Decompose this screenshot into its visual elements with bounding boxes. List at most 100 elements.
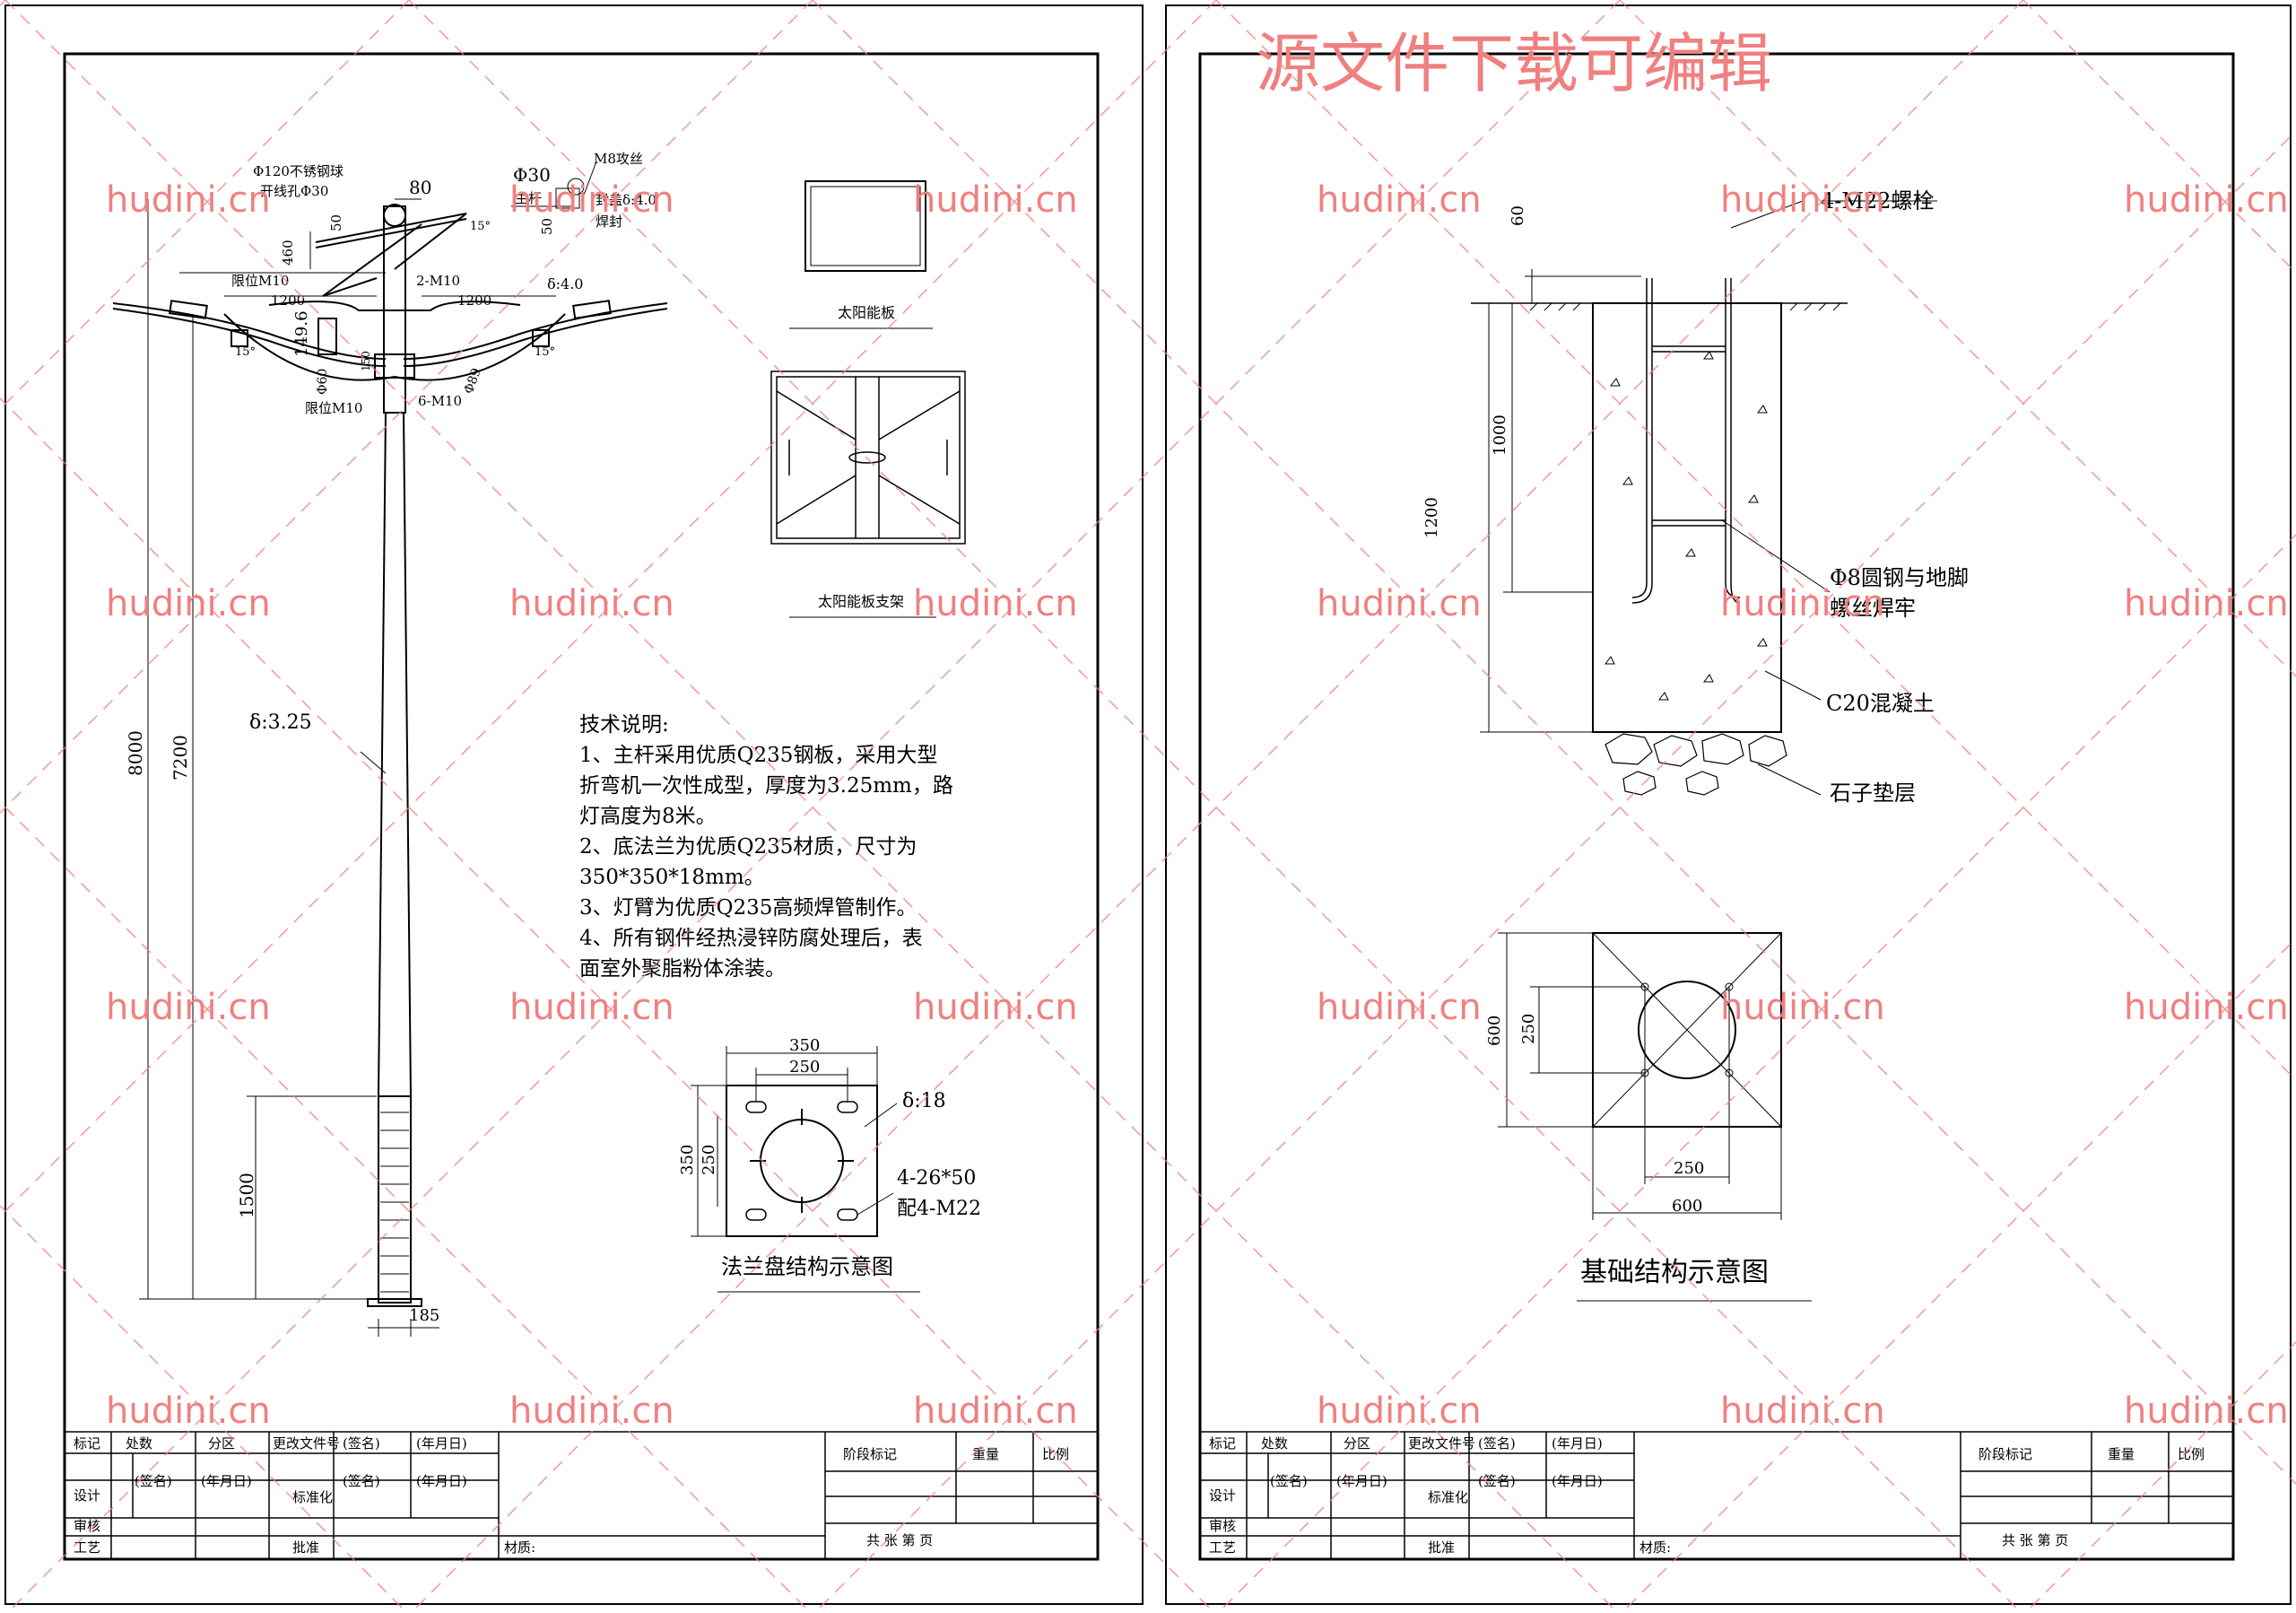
watermark-text: hudini.cn <box>106 987 271 1028</box>
note-line: 350*350*18mm。 <box>579 866 765 889</box>
label-arm-left: 1200 <box>271 292 305 309</box>
flange-d350-left: 350 <box>678 1145 697 1175</box>
pole-buried-section <box>378 1095 412 1303</box>
solar-bracket-outline <box>770 371 966 545</box>
solar-panel-view <box>789 180 933 329</box>
flange-title: 法兰盘结构示意图 <box>721 1254 893 1279</box>
flange-thickness: δ:18 <box>902 1090 946 1112</box>
tb-r-review: 审核 <box>1209 1518 1236 1534</box>
label-arm-right: 1200 <box>457 292 491 309</box>
watermark-text: hudini.cn <box>2124 583 2289 624</box>
left-angle-box <box>230 329 248 347</box>
tb-r-zone: 分区 <box>1344 1435 1370 1452</box>
watermark-line <box>1619 0 2296 678</box>
note-line: 1、主杆采用优质Q235钢板，采用大型 <box>579 744 937 767</box>
watermark-text: hudini.cn <box>1720 987 1885 1028</box>
label-limit-top: 限位M10 <box>231 273 289 289</box>
label-d80: 80 <box>409 177 431 198</box>
watermark-text: hudini.cn <box>1317 583 1482 624</box>
label-ball: Φ120不锈钢球 <box>253 163 344 179</box>
fnd-d1000: 1000 <box>1491 414 1509 456</box>
flange-d250-left: 250 <box>700 1145 718 1175</box>
top-cap-detail <box>511 161 597 209</box>
watermark-line <box>1221 533 2296 1610</box>
title-block-right <box>1199 1431 2234 1560</box>
solar-panel-caption: 太阳能板 <box>838 304 895 321</box>
tb-r-sheets: 共 张 第 页 <box>2002 1532 2068 1548</box>
label-thick4: δ:4.0 <box>547 275 583 292</box>
watermark-text: hudini.cn <box>106 583 271 624</box>
gravel-layer <box>1605 733 1787 796</box>
label-detail-d50: 50 <box>539 218 555 235</box>
tb-r-approve: 批准 <box>1428 1539 1455 1556</box>
watermark-line <box>2028 1340 2296 1610</box>
label-d149: 149.6 <box>292 310 311 357</box>
pole-shaft <box>377 412 413 1097</box>
tb-weight: 重量 <box>972 1446 999 1462</box>
fnd-d60: 60 <box>1509 205 1527 226</box>
watermark-text: hudini.cn <box>509 1391 674 1432</box>
solar-bracket-arm <box>315 213 467 243</box>
tb-sign3: (签名) <box>343 1473 380 1489</box>
tb-r-material: 材质: <box>1639 1539 1671 1556</box>
foundation-block <box>1592 302 1782 733</box>
tb-r-process: 工艺 <box>1209 1539 1236 1556</box>
edit-banner: 源文件下载可编辑 <box>1256 26 1772 101</box>
title-block-left-text: 标记 处数 分区 更改文件号 (签名) (年月日) 阶段标记 重量 比例 设计 … <box>74 1435 1069 1556</box>
tb-date: (年月日) <box>416 1435 467 1452</box>
label-main-pole: 主杆 <box>515 190 542 206</box>
watermark-text: hudini.cn <box>1317 987 1482 1028</box>
tb-zone: 分区 <box>208 1435 235 1452</box>
foundation-plan-outline <box>1592 932 1782 1128</box>
technical-notes: 技术说明: 1、主杆采用优质Q235钢板，采用大型 折弯机一次性成型，厚度为3.… <box>579 713 953 981</box>
label-d8000: 8000 <box>125 730 146 776</box>
tb-approve: 批准 <box>292 1539 319 1556</box>
label-cap: 封盖δ:4.0 <box>596 192 657 208</box>
tb-r-stage: 阶段标记 <box>1979 1446 2032 1462</box>
top-cap-labels: Φ30 M8攻丝 主杆 封盖δ:4.0 焊封 50 <box>513 151 657 235</box>
plan-d600-bottom: 600 <box>1672 1197 1702 1216</box>
label-angle-top: 15° <box>470 220 491 233</box>
watermark-line <box>10 0 1621 1610</box>
arm-gusset <box>268 301 521 311</box>
fnd-bolts: 4-M22螺栓 <box>1821 188 1935 214</box>
label-d1500: 1500 <box>236 1173 257 1218</box>
watermark-text: hudini.cn <box>509 987 674 1028</box>
watermark-line <box>2022 0 2296 275</box>
watermark-line <box>812 0 2296 1486</box>
label-phi30: Φ30 <box>513 164 551 186</box>
watermark-text: hudini.cn <box>1317 179 1482 221</box>
notes-title: 技术说明: <box>579 713 669 737</box>
plan-d250-bottom: 250 <box>1674 1159 1704 1178</box>
tb-sheets: 共 张 第 页 <box>866 1532 933 1548</box>
watermark-text: hudini.cn <box>1720 1391 1885 1432</box>
tb-r-date3: (年月日) <box>1552 1473 1603 1489</box>
watermark-text: hudini.cn <box>1720 583 1885 624</box>
watermark-text: hudini.cn <box>509 583 674 624</box>
watermark-text: hudini.cn <box>2124 179 2289 221</box>
watermark-text: hudini.cn <box>2124 1391 2289 1432</box>
flange-d350-top: 350 <box>789 1036 820 1055</box>
tb-sign: (签名) <box>343 1435 380 1452</box>
watermark-texts: hudini.cn hudini.cn hudini.cn hudini.cn hudi… <box>106 179 2289 1432</box>
tb-review: 审核 <box>74 1518 100 1534</box>
tb-r-count: 处数 <box>1261 1435 1288 1452</box>
watermark-line <box>0 397 1212 1610</box>
left-sheet-outer-frame <box>4 4 1144 1605</box>
watermark-text: hudini.cn <box>2124 987 2289 1028</box>
tb-r-weight: 重量 <box>2108 1446 2135 1462</box>
anchor-bolts <box>1631 278 1741 604</box>
foundation-plan <box>1498 932 1812 1302</box>
label-d460: 460 <box>280 240 296 266</box>
note-line: 灯高度为8米。 <box>579 805 717 828</box>
tb-r-design: 设计 <box>1209 1487 1236 1504</box>
watermark-text: hudini.cn <box>1317 1391 1482 1432</box>
pole-dimensions <box>139 198 556 1337</box>
label-outlet: 开线孔Φ30 <box>260 183 328 199</box>
tb-stage: 阶段标记 <box>843 1446 897 1462</box>
fnd-note-1b: 螺丝焊牢 <box>1830 596 1916 621</box>
pole-elevation <box>112 204 668 1307</box>
tb-sign2: (签名) <box>135 1473 172 1489</box>
arm-detail-box <box>317 318 337 355</box>
